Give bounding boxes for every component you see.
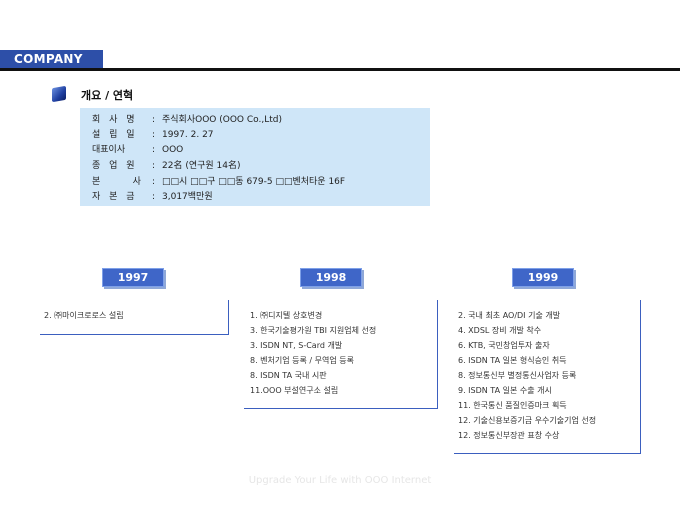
event-item: 2. ㈜마이크로로스 설립 xyxy=(44,311,124,320)
overview-label: 설 립 일 xyxy=(92,130,138,140)
event-item: 9. ISDN TA 일본 수출 개시 xyxy=(458,386,552,395)
overview-label: 종 업 원 xyxy=(92,161,138,171)
event-item: 6. ISDN TA 일본 형식승인 취득 xyxy=(458,356,567,365)
event-item: 12. 기술신용보증기금 우수기술기업 선정 xyxy=(458,416,597,425)
overview-row: 대표이사: OOO xyxy=(92,142,183,155)
overview-value: 22名 (연구원 14名) xyxy=(162,161,241,171)
overview-separator: : xyxy=(152,177,156,187)
overview-separator: : xyxy=(152,161,156,171)
event-item: 8. 벤처기업 등록 / 무역업 등록 xyxy=(250,356,355,365)
event-item: 2. 국내 최초 AO/DI 기술 개발 xyxy=(458,311,561,320)
event-item: 1. ㈜디지텔 상호변경 xyxy=(250,311,323,320)
events-box-1998: 1. ㈜디지텔 상호변경 3. 한국기술평가원 TBI 지원업체 선정 3. I… xyxy=(244,300,438,409)
event-item: 12. 정보통신부장관 표창 수상 xyxy=(458,431,560,440)
header-divider xyxy=(0,68,680,71)
overview-value: OOO xyxy=(162,145,184,155)
year-badge-1998: 1998 xyxy=(300,268,362,287)
event-item: 4. XDSL 장비 개발 착수 xyxy=(458,326,542,335)
overview-value: 3,017백만원 xyxy=(162,192,213,202)
overview-row: 설 립 일:1997. 2. 27 xyxy=(92,127,214,140)
event-item: 11.OOO 부설연구소 설립 xyxy=(250,386,339,395)
overview-value: 1997. 2. 27 xyxy=(162,130,214,140)
year-badge-1997: 1997 xyxy=(102,268,164,287)
overview-label: 대표이사 xyxy=(92,145,126,155)
event-item: 3. 한국기술평가원 TBI 지원업체 선정 xyxy=(250,326,377,335)
company-header-tab: COMPANY xyxy=(0,50,103,69)
events-box-1999: 2. 국내 최초 AO/DI 기술 개발 4. XDSL 장비 개발 착수 6.… xyxy=(454,300,641,454)
overview-label: 본 사 xyxy=(92,177,144,187)
footer-slogan: Upgrade Your Life with OOO Internet xyxy=(248,475,432,486)
overview-value: □□시 □□구 □□동 679-5 □□벤처타운 16F xyxy=(162,177,346,187)
event-item: 6. KTB, 국민창업투자 출자 xyxy=(458,341,550,350)
overview-row: 자 본 금:3,017백만원 xyxy=(92,189,213,202)
overview-row: 본 사: □□시 □□구 □□동 679-5 □□벤처타운 16F xyxy=(92,174,345,187)
overview-row: 회 사 명: 주식회사OOO (OOO Co.,Ltd) xyxy=(92,112,282,125)
event-item: 3. ISDN NT, S-Card 개발 xyxy=(250,341,343,350)
overview-value: 주식회사OOO (OOO Co.,Ltd) xyxy=(162,115,282,125)
overview-separator: : xyxy=(152,145,156,155)
event-item: 11. 한국통신 품질인증마크 획득 xyxy=(458,401,567,410)
events-box-1997: 2. ㈜마이크로로스 설립 xyxy=(40,300,229,335)
overview-separator: : xyxy=(152,192,156,202)
section-title: 개요 / 연혁 xyxy=(81,89,134,102)
event-item: 8. ISDN TA 국내 시판 xyxy=(250,371,327,380)
overview-label: 자 본 금 xyxy=(92,192,138,202)
section-bullet-icon xyxy=(52,85,66,103)
overview-separator: : xyxy=(152,115,156,125)
event-item: 8. 정보통신부 별정통신사업자 등록 xyxy=(458,371,577,380)
overview-label: 회 사 명 xyxy=(92,115,138,125)
company-overview-box: 회 사 명:주식회사OOO (OOO Co.,Ltd) 설 립 일:1997. … xyxy=(80,108,430,206)
year-badge-1999: 1999 xyxy=(512,268,574,287)
overview-row: 종 업 원:22名 (연구원 14名) xyxy=(92,158,241,171)
overview-separator: : xyxy=(152,130,156,140)
